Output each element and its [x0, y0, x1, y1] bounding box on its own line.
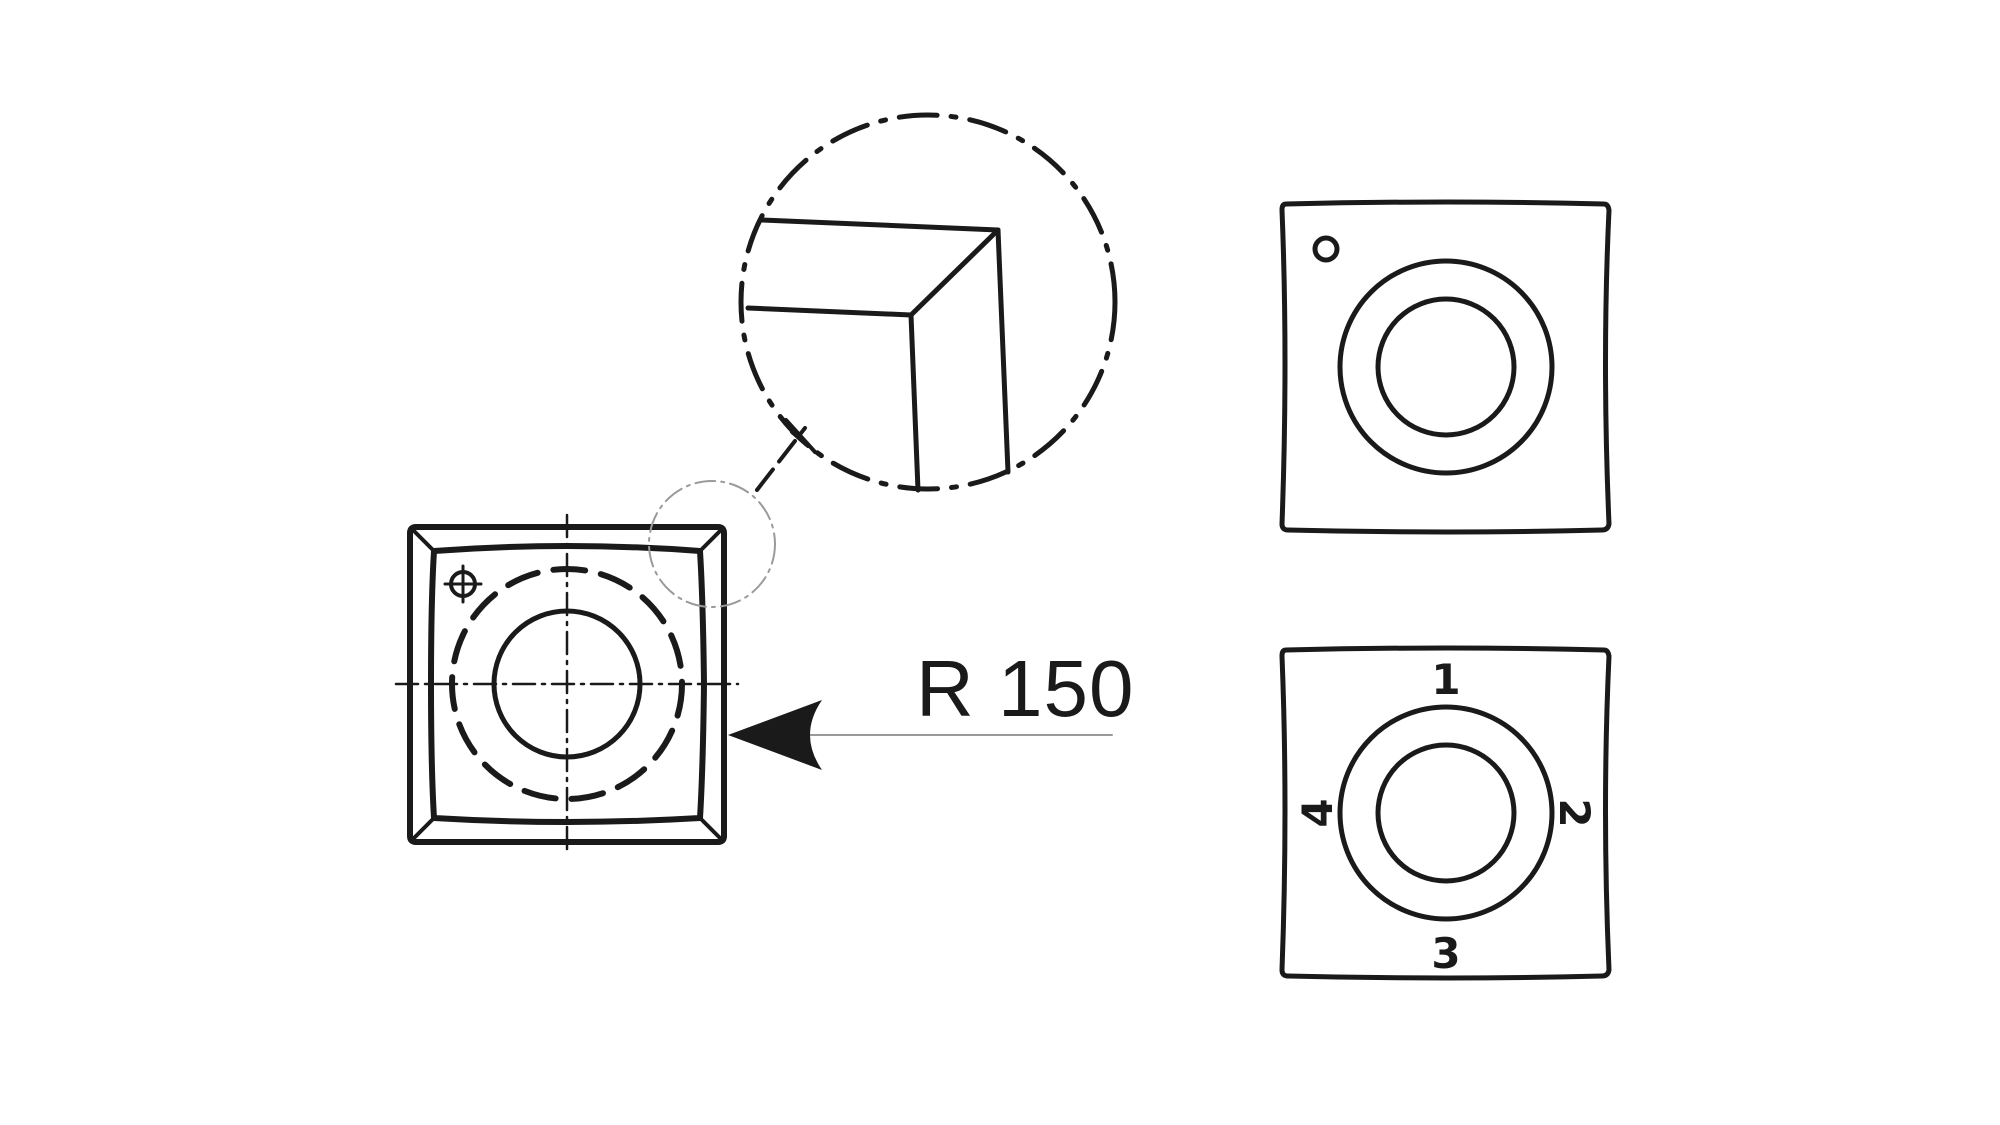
edge-index-left: 4: [1293, 798, 1342, 827]
detail-leader: [755, 418, 817, 492]
radius-callout: R 150: [728, 644, 1134, 770]
radius-arrowhead: [728, 700, 822, 770]
datum-target-icon: [443, 564, 483, 604]
insert-outer-outline: [407, 524, 727, 845]
top-view-outline: [1279, 199, 1612, 535]
top-view-inner-hole: [1375, 296, 1517, 438]
top-view-outer-ring: [1337, 258, 1555, 476]
chamfer-line-bl: [412, 816, 436, 840]
indexed-view-inner-hole: [1375, 742, 1517, 884]
detail-outer-top-edge: [759, 217, 1001, 233]
detail-chamfer-diagonal: [908, 227, 1001, 318]
detail-outer-right-edge: [995, 227, 1011, 475]
corner-detail-view: [738, 112, 1118, 493]
chamfer-line-br: [698, 816, 722, 840]
insert-indexed-view: 1 2 3 4: [1279, 645, 1612, 981]
chamfer-line-tr: [698, 529, 722, 553]
insert-top-view: [1279, 199, 1612, 535]
orientation-dot-icon: [1312, 235, 1340, 263]
detail-inner-right-edge: [908, 312, 921, 493]
detail-inner-top-edge: [745, 305, 914, 318]
indexed-view-outline: [1279, 645, 1612, 981]
edge-index-top: 1: [1431, 655, 1460, 704]
chamfer-line-tl: [412, 529, 436, 553]
insert-front-view: [394, 513, 740, 857]
detail-marker-circle: [648, 480, 776, 608]
edge-index-right: 2: [1550, 798, 1599, 827]
radius-label: R 150: [916, 644, 1134, 733]
indexed-view-outer-ring: [1337, 704, 1555, 922]
detail-view-boundary: [738, 112, 1118, 492]
edge-index-bottom: 3: [1431, 929, 1460, 978]
